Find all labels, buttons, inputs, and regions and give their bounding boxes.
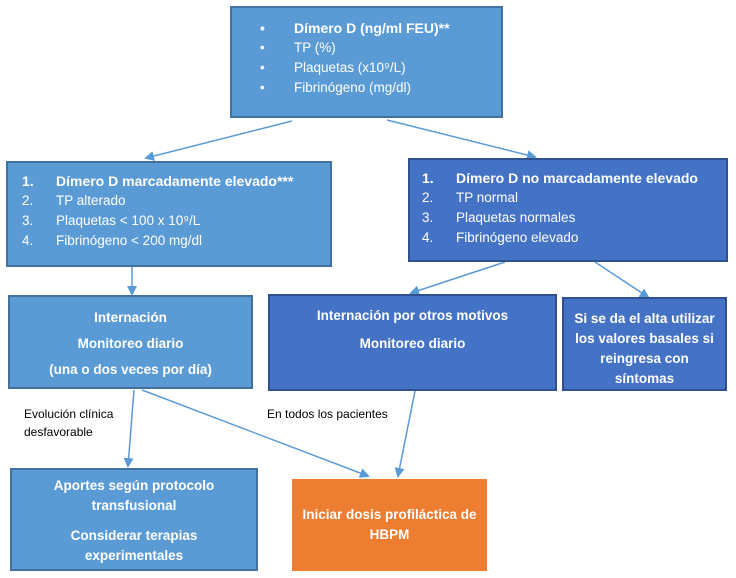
internacion-frequency: (una o dos veces por día) <box>49 362 212 377</box>
otros-motivos-box: Internación por otros motivos Monitoreo … <box>268 294 557 391</box>
list-item: •Dímero D (ng/ml FEU)** <box>260 20 450 36</box>
alta-text: Si se da el alta utilizar los valores ba… <box>574 311 715 386</box>
arrow-right-to-alta <box>594 261 650 299</box>
alta-box: Si se da el alta utilizar los valores ba… <box>562 297 727 391</box>
hbpm-text: Iniciar dosis profiláctica de HBPM <box>302 507 477 542</box>
otros-motivos-monitoring: Monitoreo diario <box>359 336 466 351</box>
list-item: 4.Fibrinógeno elevado <box>422 230 579 245</box>
aportes-transfusion: Aportes según protocolo transfusional <box>53 478 215 513</box>
todos-pacientes-label: En todos los pacientes <box>267 407 388 421</box>
lab-tests-list: •Dímero D (ng/ml FEU)** •TP (%) •Plaquet… <box>260 18 501 98</box>
list-item: 4.Fibrinógeno < 200 mg/dl <box>22 233 202 248</box>
list-item: 1.Dímero D marcadamente elevado*** <box>22 173 294 189</box>
list-item: •Fibrinógeno (mg/dl) <box>260 80 412 95</box>
arrow-right-to-otros <box>409 261 506 296</box>
otros-motivos-title: Internación por otros motivos <box>316 308 509 323</box>
list-item: 1.Dímero D no marcadamente elevado <box>422 170 698 186</box>
list-item: 2.TP normal <box>422 190 519 205</box>
aportes-box: Aportes según protocolo transfusional Co… <box>10 468 258 571</box>
mild-criteria-list: 1.Dímero D no marcadamente elevado 2.TP … <box>422 168 726 248</box>
internacion-box: Internación Monitoreo diario (una o dos … <box>8 295 253 389</box>
list-item: •TP (%) <box>260 40 336 55</box>
aportes-experimental: Considerar terapias experimentales <box>70 528 198 563</box>
internacion-title: Internación <box>94 310 167 325</box>
arrow-internacion-to-hbpm <box>141 389 370 478</box>
severe-criteria-list: 1.Dímero D marcadamente elevado*** 2.TP … <box>22 171 330 251</box>
list-item: 3.Plaquetas normales <box>422 210 576 225</box>
internacion-monitoring: Monitoreo diario <box>77 336 184 351</box>
arrow-top-to-right <box>386 119 537 160</box>
arrow-internacion-to-aportes <box>123 389 135 468</box>
list-item: 2.TP alterado <box>22 193 126 208</box>
lab-tests-box: •Dímero D (ng/ml FEU)** •TP (%) •Plaquet… <box>230 6 503 118</box>
arrow-otros-to-hbpm <box>394 390 416 478</box>
evolucion-label: Evolución clínica desfavorable <box>24 407 114 439</box>
list-item: 3.Plaquetas < 100 x 10⁹/L <box>22 213 201 228</box>
mild-criteria-box: 1.Dímero D no marcadamente elevado 2.TP … <box>408 158 728 262</box>
arrow-top-to-left <box>144 120 293 161</box>
hbpm-box: Iniciar dosis profiláctica de HBPM <box>292 479 487 571</box>
list-item: •Plaquetas (x10⁹/L) <box>260 60 406 75</box>
severe-criteria-box: 1.Dímero D marcadamente elevado*** 2.TP … <box>6 161 332 267</box>
